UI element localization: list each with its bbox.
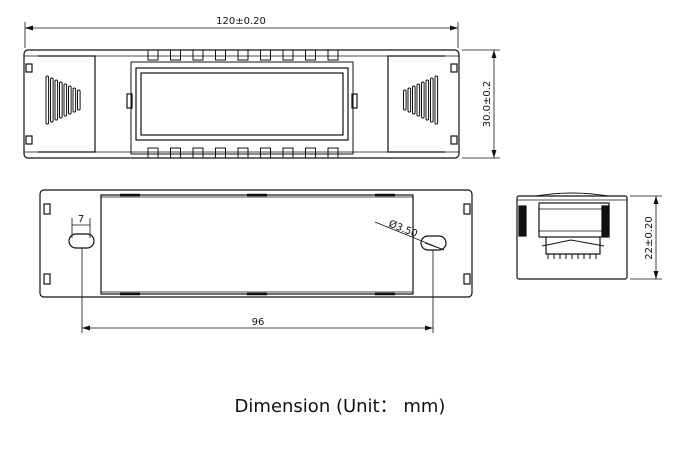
hole-diameter-dim: Ø3.50 [387, 218, 419, 240]
top-edge-tab [215, 49, 226, 61]
top-edge-tab [170, 49, 181, 61]
right-vent-slot [434, 75, 439, 125]
left-vent-slot [45, 75, 50, 125]
left-vent-slot [54, 79, 59, 121]
hole-pitch-dim: 96 [252, 317, 265, 328]
top-edge-tab [147, 49, 159, 61]
bottom-edge-tab [260, 147, 271, 159]
top-width-dim: 120±0.20 [216, 16, 266, 27]
left-vent-slot [59, 81, 63, 119]
bottom-edge-tab [170, 147, 181, 159]
top-edge-tab [260, 49, 271, 61]
right-vent-slot [430, 77, 434, 123]
left-vent-slot [77, 89, 81, 111]
right-vent-slot [421, 81, 425, 119]
right-vent-slot [412, 85, 416, 115]
top-edge-tab [327, 49, 339, 61]
top-edge-tab [282, 49, 294, 61]
bottom-edge-tab [215, 147, 226, 159]
slot-width-dim: 7 [78, 214, 84, 225]
left-vent-slot [72, 87, 77, 113]
bottom-edge-tab [282, 147, 294, 159]
left-vent-slot [50, 77, 54, 123]
right-vent-slot [407, 87, 412, 113]
top-edge-tab [305, 49, 316, 61]
side-height-dim: 22±0.20 [644, 216, 655, 259]
side-view [516, 192, 662, 280]
top-edge-tab [192, 49, 204, 61]
top-edge-tab [237, 49, 249, 61]
caption: Dimension (Unit： mm) [234, 396, 446, 417]
left-vent-slot [68, 85, 72, 115]
bottom-edge-tab [147, 147, 159, 159]
bottom-edge-tab [327, 147, 339, 159]
right-vent-slot [403, 89, 407, 111]
bottom-edge-tab [305, 147, 316, 159]
bottom-edge-tab [192, 147, 204, 159]
top-height-dim: 30.0±0.2 [482, 81, 493, 128]
right-vent-slot [425, 79, 430, 121]
right-vent-slot [416, 83, 421, 117]
left-vent-slot [63, 83, 68, 117]
bottom-edge-tab [237, 147, 249, 159]
top-view [23, 22, 500, 159]
bottom-view [39, 189, 473, 333]
